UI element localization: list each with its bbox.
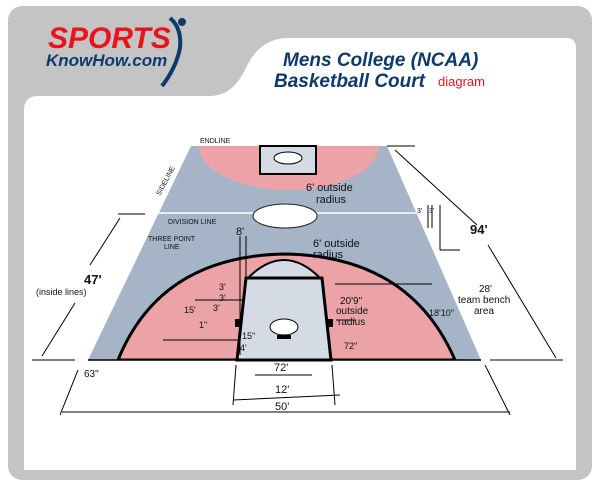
- corner-offset-right-label: 72": [344, 341, 357, 351]
- logo-sports: SPORTS: [48, 22, 171, 55]
- backboard: [277, 335, 291, 339]
- player-head-icon: [178, 18, 186, 26]
- logo: SPORTS KnowHow.com: [46, 16, 186, 88]
- arc-radius-label-3: radius: [338, 317, 365, 328]
- corner-offset-left-label: 63": [84, 369, 99, 380]
- dimension-labels: ENDLINE SIDELINE DIVISION LINE THREE POI…: [36, 138, 510, 413]
- key-radius-label-2: radius: [313, 249, 343, 261]
- three-point-line-label: THREE POINT: [148, 236, 196, 243]
- corner-three-label: 18'10": [429, 308, 454, 318]
- logo-knowhow: KnowHow.com: [46, 51, 167, 70]
- basket: [269, 318, 299, 336]
- free-throw-distance-label: 15': [184, 305, 196, 315]
- arc-radius-label: 20'9": [340, 296, 363, 307]
- half-width-label-2: (inside lines): [36, 287, 87, 297]
- backboard-to-end-label: 4': [240, 343, 247, 353]
- bench-label-3: area: [474, 306, 494, 317]
- length-label: 94': [470, 222, 488, 237]
- space-label-2: 3': [219, 293, 226, 303]
- court-width-label: 50': [275, 401, 289, 413]
- bench-gap-label-a: 3': [417, 208, 422, 215]
- space-label-1: 3': [219, 282, 226, 292]
- lane-mark-width-label: 8': [236, 226, 244, 238]
- space-label-3: 3': [213, 303, 220, 313]
- bench-label-2: team bench: [458, 295, 510, 306]
- bench-label: 28': [479, 284, 492, 295]
- three-point-line-label-2: LINE: [164, 244, 180, 251]
- player-icon: [160, 16, 183, 88]
- key-top-circle: [245, 259, 323, 281]
- lane-width-label: 12': [275, 384, 289, 396]
- key-radius-label: 6' outside: [313, 238, 360, 250]
- title-line1: Mens College (NCAA): [283, 50, 478, 71]
- center-radius-label-2: radius: [316, 194, 346, 206]
- backboard-width-label: 72': [274, 362, 288, 374]
- title-suffix: diagram: [438, 74, 485, 89]
- arc-radius-label-2: outside: [336, 306, 369, 317]
- title-line2: Basketball Court: [274, 71, 426, 92]
- center-circle: [252, 203, 318, 229]
- far-three-point-area: [199, 146, 379, 190]
- division-line-label: DIVISION LINE: [168, 219, 217, 226]
- lane-block-left: [235, 319, 241, 327]
- endline-label: ENDLINE: [200, 138, 231, 145]
- backboard-distance-label: 15": [242, 331, 255, 341]
- bench-gap-label-b: 3': [429, 208, 434, 215]
- dimension-lines: [32, 145, 563, 416]
- half-width-label: 47': [84, 272, 102, 287]
- far-basket: [273, 151, 303, 165]
- center-radius-label: 6' outside: [306, 182, 353, 194]
- lane-block-right: [327, 319, 333, 327]
- block-label: 1": [199, 320, 207, 330]
